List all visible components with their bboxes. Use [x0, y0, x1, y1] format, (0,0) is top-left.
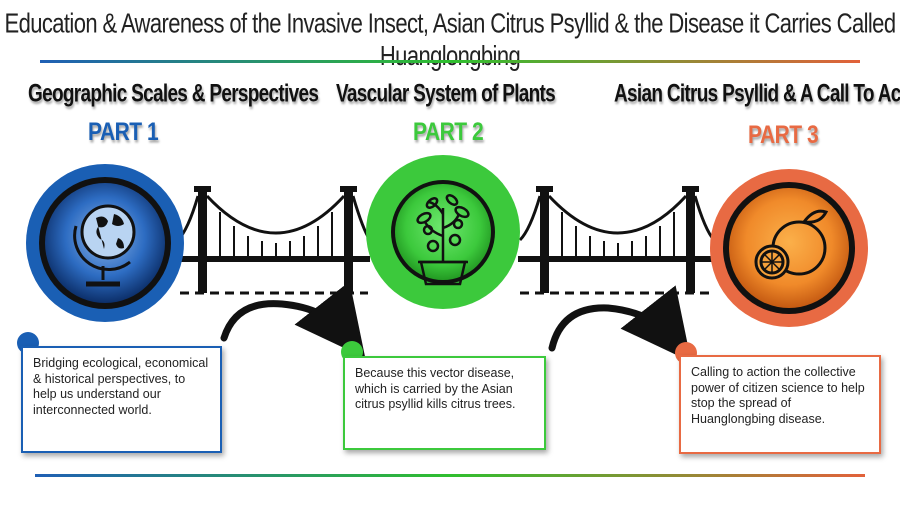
globe-icon	[73, 204, 136, 287]
part3-heading: Asian Citrus Psyllid & A Call To Action	[614, 80, 900, 108]
part1-circle	[26, 164, 184, 322]
part2-heading: Vascular System of Plants	[336, 80, 556, 108]
bridge-icon	[176, 186, 372, 295]
bridge-icon	[518, 186, 716, 295]
page-title: Education & Awareness of the Invasive In…	[4, 7, 897, 72]
part1-description: Bridging ecological, economical & histor…	[21, 346, 222, 453]
part1-heading: Geographic Scales & Perspectives	[28, 80, 319, 108]
part1-label: PART 1	[88, 118, 159, 147]
potted-plant-icon	[416, 194, 470, 286]
part3-circle	[710, 169, 868, 327]
part3-description: Calling to action the collective power o…	[679, 355, 881, 454]
bottom-divider	[35, 474, 865, 477]
part2-description: Because this vector disease, which is ca…	[343, 356, 546, 450]
part2-circle	[366, 155, 520, 309]
curved-arrow-icon	[220, 281, 366, 359]
part2-label: PART 2	[413, 118, 484, 147]
part3-label: PART 3	[748, 121, 819, 150]
curved-arrow-icon	[548, 285, 692, 363]
title-divider	[40, 60, 860, 63]
citrus-fruit-icon	[754, 209, 829, 280]
